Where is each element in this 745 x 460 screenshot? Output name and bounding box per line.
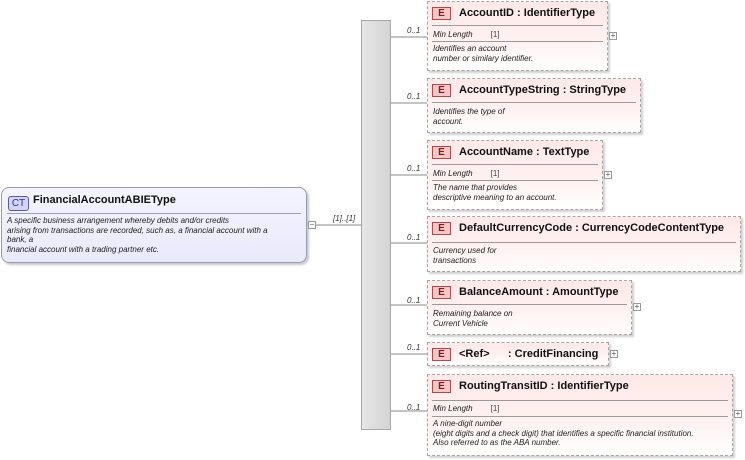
element-accountid[interactable]: E AccountID : IdentifierType Min Length[… [427, 1, 608, 71]
complex-type-divider [7, 213, 301, 214]
element-title: <Ref> : CreditFinancing [459, 348, 599, 360]
cardinality-label: 0..1 [407, 343, 421, 352]
divider [432, 102, 636, 103]
facet-min-length: Min Length[1] [433, 30, 500, 39]
element-title: DefaultCurrencyCode : CurrencyCodeConten… [459, 222, 725, 234]
complex-type-badge: CT [8, 196, 29, 211]
divider [432, 41, 603, 42]
element-title: RoutingTransitID : IdentifierType [459, 380, 629, 392]
cardinality-label: 0..1 [407, 403, 421, 412]
element-defaultcurrencycode[interactable]: E DefaultCurrencyCode : CurrencyCodeCont… [427, 216, 741, 272]
cardinality-label: 0..1 [407, 26, 421, 35]
expand-icon[interactable]: + [609, 31, 617, 40]
element-routingtransitid[interactable]: E RoutingTransitID : IdentifierType Min … [427, 374, 733, 456]
facet-min-length: Min Length[1] [433, 404, 500, 413]
complex-type-name: FinancialAccountABIEType [33, 194, 176, 206]
element-documentation: Remaining balance on Current Vehicle [433, 309, 513, 328]
expand-icon[interactable]: + [633, 302, 641, 311]
element-title: AccountID : IdentifierType [459, 7, 596, 19]
element-badge: E [432, 84, 451, 97]
element-title: AccountTypeString : StringType [459, 84, 627, 96]
element-documentation: Identifies the type of account. [433, 107, 505, 126]
divider [432, 242, 736, 243]
cardinality-label: 0..1 [407, 164, 421, 173]
element-documentation: Identifies an account number or similary… [433, 44, 534, 63]
element-documentation: A nine-digit number (eight digits and a … [433, 419, 694, 447]
element-badge: E [432, 380, 451, 393]
cardinality-label: 0..1 [407, 296, 421, 305]
cardinality-label: 0..1 [407, 92, 421, 101]
element-badge: E [432, 286, 451, 299]
element-balanceamount[interactable]: E BalanceAmount : AmountType Remaining b… [427, 280, 632, 335]
element-badge: E [432, 348, 451, 361]
element-accounttypestring[interactable]: E AccountTypeString : StringType Identif… [427, 78, 641, 133]
divider [432, 416, 728, 417]
element-documentation: The name that provides descriptive meani… [433, 183, 557, 202]
divider [432, 164, 598, 165]
element-title: AccountName : TextType [459, 146, 590, 158]
expand-icon[interactable]: + [610, 349, 618, 358]
divider [432, 400, 728, 401]
facet-min-length: Min Length[1] [433, 169, 500, 178]
element-badge: E [432, 146, 451, 159]
cardinality-label: 0..1 [407, 233, 421, 242]
element-title: BalanceAmount : AmountType [459, 286, 619, 298]
element-creditfinancing-ref[interactable]: E <Ref> : CreditFinancing [427, 342, 609, 366]
element-badge: E [432, 222, 451, 235]
sequence-cardinality: [1]..[1] [333, 214, 356, 223]
element-documentation: Currency used for transactions [433, 246, 497, 265]
complex-type-documentation: A specific business arrangement whereby … [7, 216, 268, 254]
element-badge: E [432, 7, 451, 20]
complex-type-box[interactable]: CT FinancialAccountABIEType A specific b… [1, 187, 307, 263]
expand-icon[interactable]: + [734, 409, 742, 418]
collapse-icon[interactable]: − [308, 220, 316, 229]
divider [432, 304, 627, 305]
element-accountname[interactable]: E AccountName : TextType Min Length[1] T… [427, 140, 603, 210]
sequence-compositor[interactable] [361, 20, 391, 430]
divider [432, 180, 598, 181]
divider [432, 25, 603, 26]
expand-icon[interactable]: + [604, 170, 612, 179]
